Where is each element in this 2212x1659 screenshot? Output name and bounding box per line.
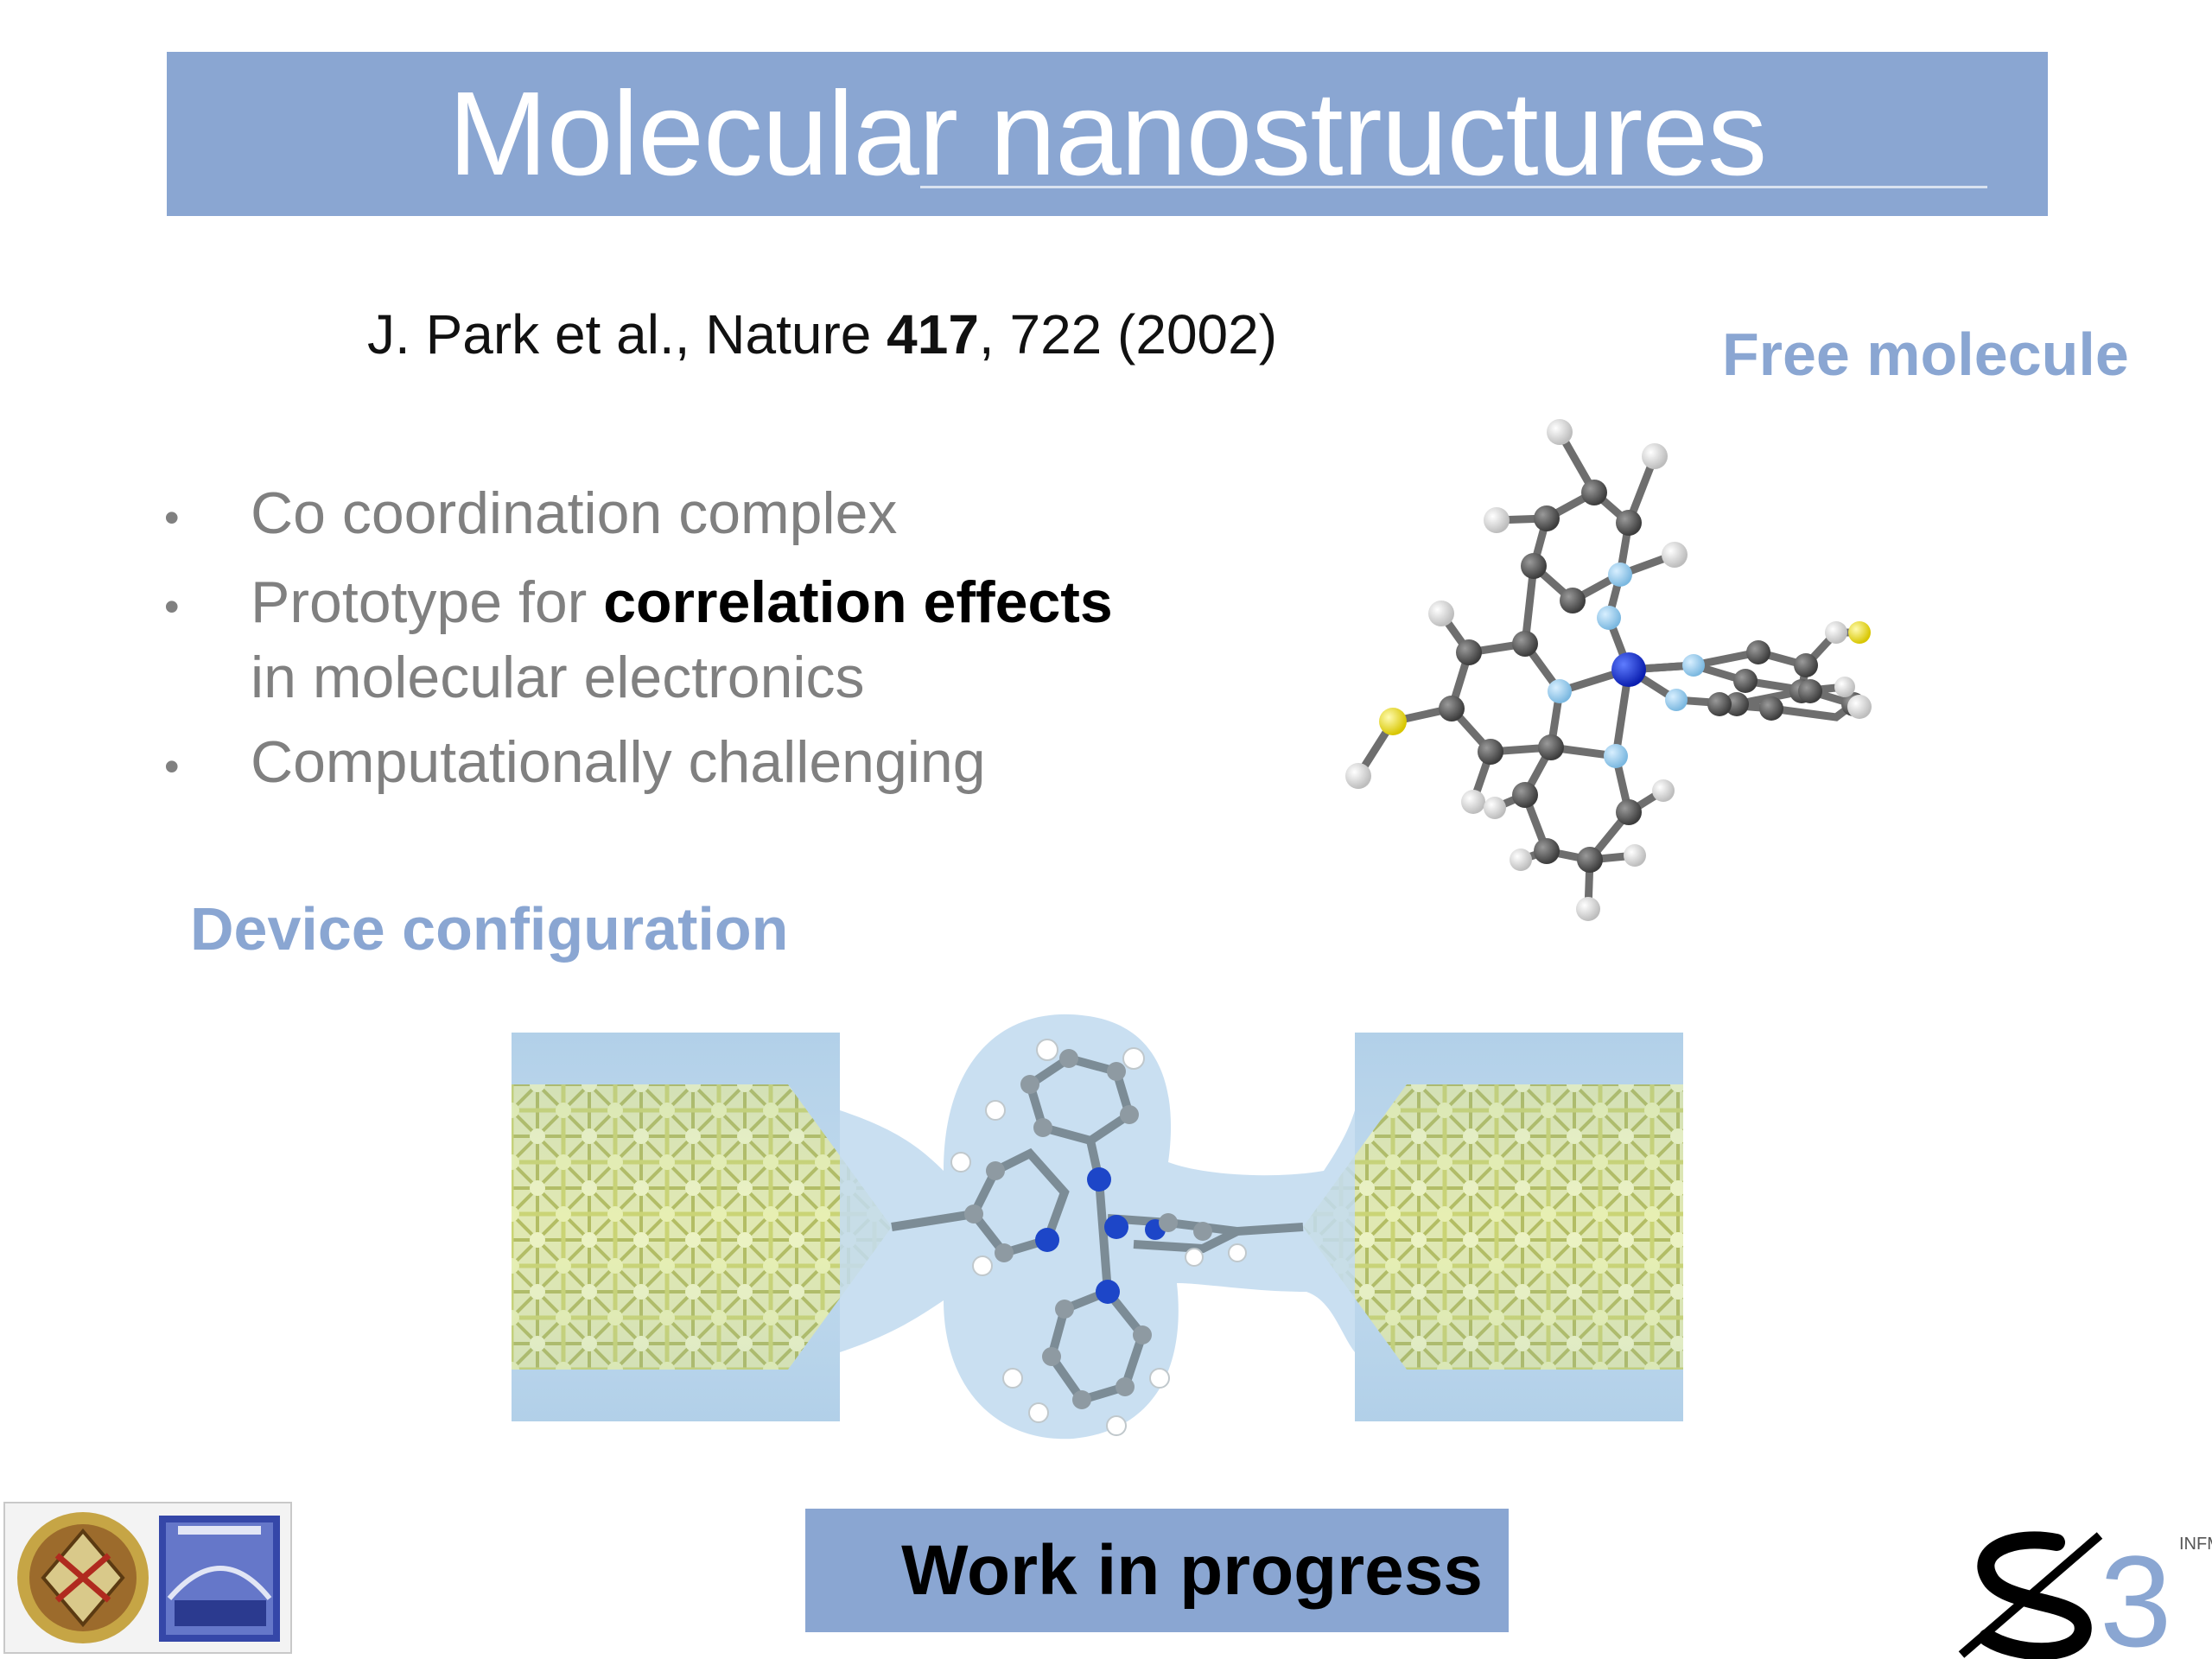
device-configuration-label: Device configuration <box>190 895 789 963</box>
free-molecule-image <box>1345 419 1872 921</box>
s3-logo-icon: 3 INFM <box>1958 1529 2212 1659</box>
bullet-item: • Co coordination complex <box>164 480 897 547</box>
s3-logo-digit: 3 <box>2100 1529 2171 1659</box>
bullet-marker: • <box>164 742 180 791</box>
citation-prefix: J. Park et al., Nature <box>367 303 887 365</box>
bullet-text: Prototype for <box>251 569 604 635</box>
bullet-marker: • <box>164 493 180 543</box>
bullet-item: • Computationally challenging <box>164 728 986 796</box>
bullet-item: • Prototype for correlation effects <box>164 569 1113 636</box>
citation-volume: 417 <box>887 303 979 365</box>
s3-logo-superscript: INFM <box>2179 1535 2212 1554</box>
work-in-progress-banner: Work in progress <box>805 1509 1509 1632</box>
bullet-text-line2: in molecular electronics <box>251 645 865 710</box>
free-molecule-label: Free molecule <box>1722 321 2129 388</box>
bullet-bold-text: correlation effects <box>603 569 1113 635</box>
bullet-marker: • <box>164 582 180 632</box>
citation-suffix: , 722 (2002) <box>978 303 1278 365</box>
bullet-text: Co coordination complex <box>251 480 898 546</box>
coat-of-arms-icon <box>17 1512 280 1643</box>
device-configuration-image <box>512 1014 1683 1440</box>
bullet-text: Computationally challenging <box>251 729 986 795</box>
work-in-progress-text: Work in progress <box>901 1530 1483 1610</box>
title-bar: Molecular nanostructures <box>167 52 2048 216</box>
institution-logos <box>3 1502 292 1654</box>
citation: J. Park et al., Nature 417, 722 (2002) <box>367 302 1277 366</box>
title-underline <box>920 186 1987 188</box>
bullet-continuation: in molecular electronics <box>164 644 865 711</box>
slide-title: Molecular nanostructures <box>448 67 1767 200</box>
